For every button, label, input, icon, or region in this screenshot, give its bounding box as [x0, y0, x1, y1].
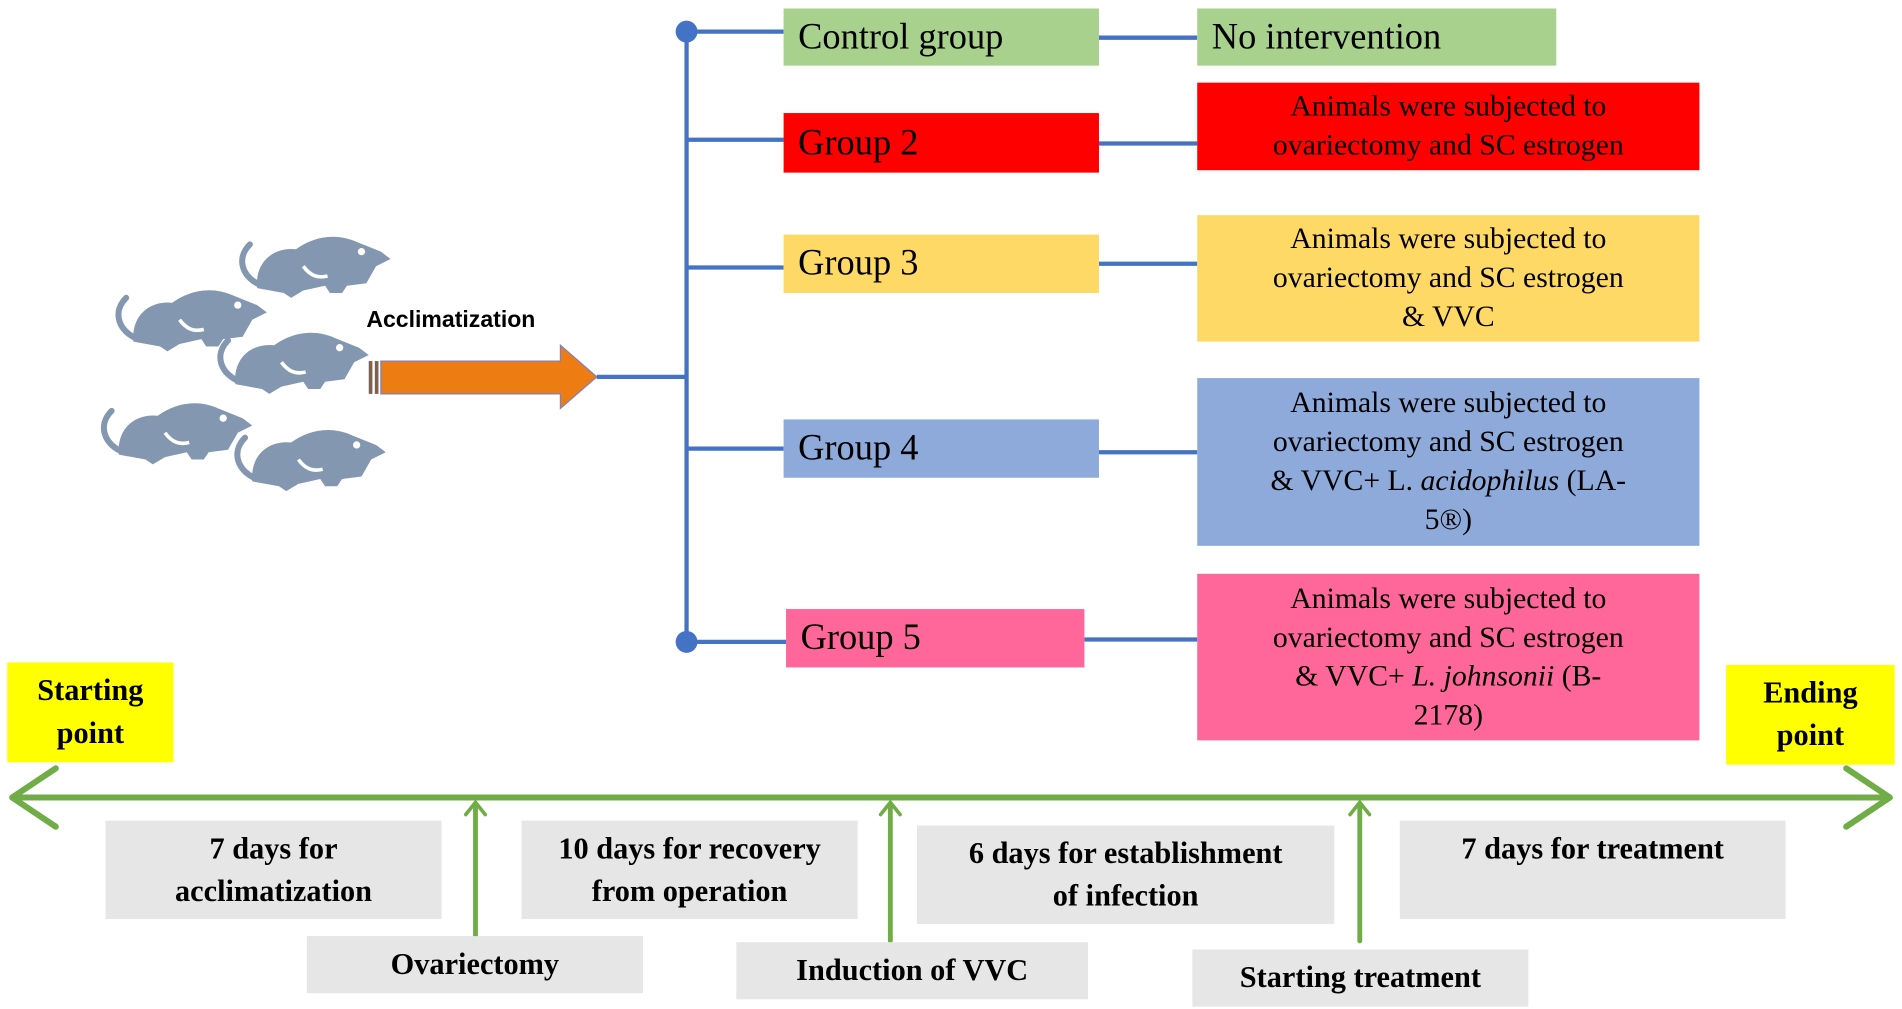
rat-icon	[104, 403, 252, 464]
start-line: Starting	[37, 674, 144, 708]
desc-line: Animals were subjected to	[1290, 222, 1607, 256]
desc-text: (B-	[1554, 659, 1602, 693]
group-4-box: Group 4	[783, 419, 1099, 478]
desc-line: Animals were subjected to	[1290, 89, 1607, 123]
desc-line: ovariectomy and SC estrogen	[1272, 128, 1624, 162]
acclimatization-label: Acclimatization	[366, 307, 536, 334]
right-arrow-icon	[368, 343, 598, 410]
event-ovariectomy: Ovariectomy	[306, 936, 643, 994]
end-line: Ending	[1763, 677, 1858, 710]
desc-line: No intervention	[1211, 16, 1442, 57]
control-group-box: Control group	[783, 8, 1099, 66]
desc-text: & VVC+	[1295, 659, 1413, 693]
period-recovery: 10 days for recovery from operation	[521, 820, 858, 920]
rat-icon	[242, 237, 390, 298]
desc-text: (LA-	[1559, 464, 1627, 498]
desc-line: & VVC+ L. acidophilus (LA-	[1205, 462, 1693, 501]
desc-line: & VVC	[1401, 300, 1495, 334]
group-label: Group 4	[798, 427, 919, 469]
desc-line: 5®)	[1424, 503, 1472, 537]
rat-icon	[237, 430, 385, 491]
desc-line: Animals were subjected to	[1290, 386, 1607, 420]
event-label: Induction of VVC	[796, 954, 1029, 988]
group-2-box: Group 2	[783, 113, 1099, 173]
group-2-desc: Animals were subjected to ovariectomy an…	[1197, 82, 1700, 171]
desc-text: & VVC+ L.	[1270, 464, 1421, 498]
group-label: Group 5	[800, 617, 921, 658]
ending-point-label: Ending point	[1726, 664, 1895, 765]
group-label: Group 2	[798, 122, 919, 163]
control-group-desc: No intervention	[1197, 8, 1557, 66]
desc-line: ovariectomy and SC estrogen	[1272, 620, 1624, 654]
period-line: of infection	[1052, 879, 1199, 913]
species-name: L. johnsonii	[1412, 659, 1555, 693]
period-line: 6 days for establishment	[968, 837, 1283, 870]
end-line: point	[1776, 719, 1845, 753]
starting-point-label: Starting point	[7, 662, 174, 763]
desc-line: ovariectomy and SC estrogen	[1272, 261, 1624, 295]
desc-line: Animals were subjected to	[1290, 581, 1607, 615]
rat-icon	[118, 290, 266, 351]
start-line: point	[56, 717, 125, 751]
period-line: 7 days for	[209, 832, 338, 865]
period-line: 7 days for treatment	[1461, 832, 1724, 866]
group-3-desc: Animals were subjected to ovariectomy an…	[1197, 215, 1700, 342]
desc-line: 2178)	[1413, 698, 1483, 732]
group-label: Group 3	[798, 243, 919, 284]
group-3-box: Group 3	[783, 234, 1099, 293]
group-label: Control group	[798, 16, 1004, 57]
event-induction-vvc: Induction of VVC	[736, 942, 1089, 1000]
group-5-box: Group 5	[786, 609, 1085, 668]
group-4-desc: Animals were subjected to ovariectomy an…	[1197, 378, 1700, 546]
desc-line: & VVC+ L. johnsonii (B-	[1205, 657, 1693, 696]
event-starting-treatment: Starting treatment	[1192, 949, 1529, 1007]
period-acclimatization: 7 days for acclimatization	[105, 820, 442, 920]
rat-icon	[220, 333, 368, 394]
period-line: from operation	[591, 874, 788, 908]
period-treatment: 7 days for treatment	[1399, 820, 1786, 920]
period-line: acclimatization	[174, 874, 373, 908]
event-label: Starting treatment	[1239, 961, 1481, 995]
period-infection: 6 days for establishment of infection	[917, 825, 1335, 924]
group-5-desc: Animals were subjected to ovariectomy an…	[1197, 573, 1700, 741]
desc-line: ovariectomy and SC estrogen	[1272, 425, 1624, 459]
event-label: Ovariectomy	[390, 948, 560, 982]
period-line: 10 days for recovery	[558, 832, 821, 865]
species-name: acidophilus	[1420, 464, 1560, 498]
